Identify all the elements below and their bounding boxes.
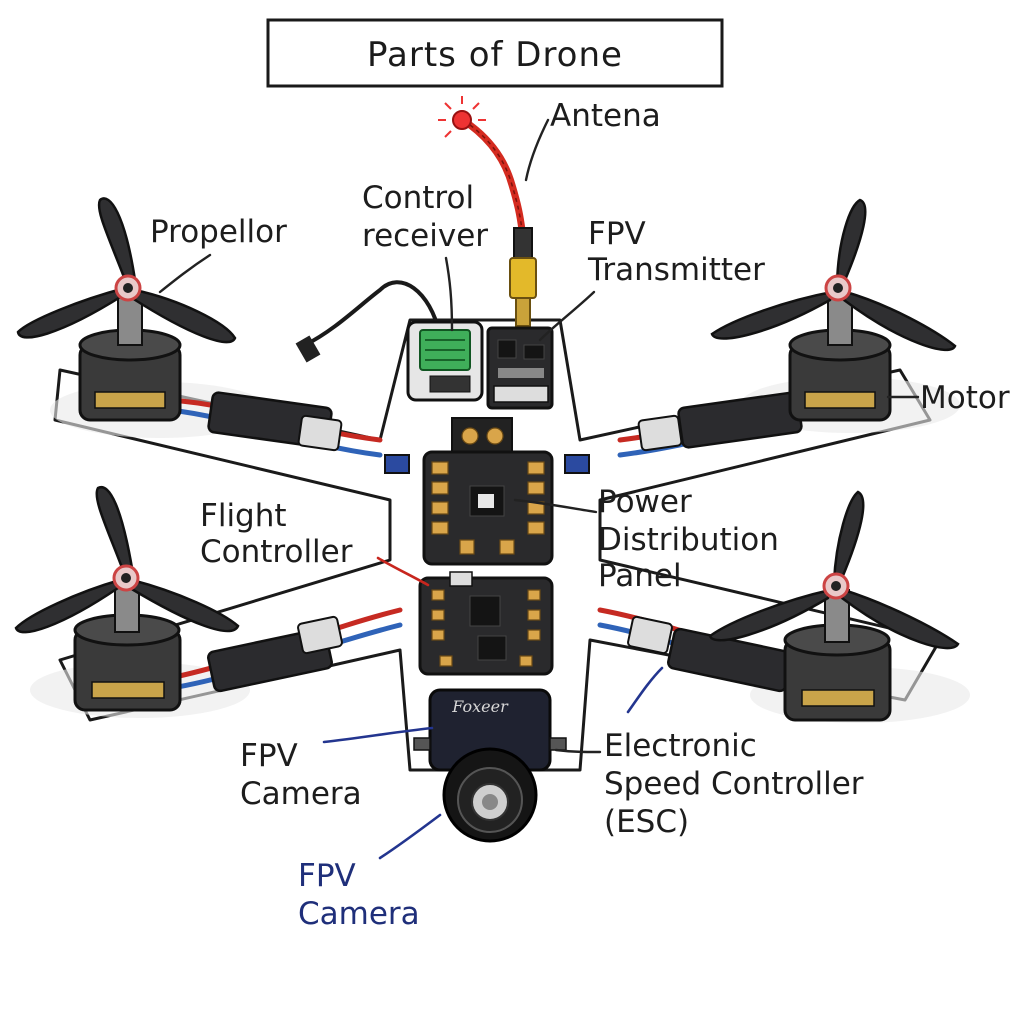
label-antenna: Antena xyxy=(550,98,661,134)
label-motor: Motor xyxy=(920,380,1010,416)
propeller-bottom-right xyxy=(708,490,960,650)
leader-lines xyxy=(158,118,920,860)
label-control-receiver-2: receiver xyxy=(362,218,488,254)
camera-brand-label: Foxeer xyxy=(451,697,509,716)
label-propeller: Propellor xyxy=(150,214,287,250)
title-box: Parts of Drone xyxy=(266,18,724,88)
control-receiver xyxy=(295,280,484,402)
label-flight-controller-2: Controller xyxy=(200,534,353,570)
label-pdb-2: Distribution xyxy=(598,522,779,558)
esc-bottom-left xyxy=(157,607,403,693)
propeller-bottom-left xyxy=(14,485,240,634)
propeller-top-right xyxy=(710,198,957,352)
power-distribution-board xyxy=(422,417,554,566)
label-fpv-camera-secondary-1: FPV xyxy=(298,858,356,894)
label-esc-3: (ESC) xyxy=(604,804,689,840)
label-esc-1: Electronic xyxy=(604,728,757,764)
label-fpv-transmitter-2: Transmitter xyxy=(587,252,765,288)
flight-controller xyxy=(418,571,554,676)
part-labels: Antena Control receiver FPV Transmitter … xyxy=(150,98,1010,932)
label-flight-controller-1: Flight xyxy=(200,498,287,534)
diagram-title: Parts of Drone xyxy=(367,35,623,75)
motor-bottom-left xyxy=(73,581,182,712)
label-esc-2: Speed Controller xyxy=(604,766,864,802)
motor-top-right xyxy=(788,294,892,422)
esc-top-left xyxy=(167,391,410,474)
label-control-receiver-1: Control xyxy=(362,180,474,216)
label-pdb-3: Panel xyxy=(598,558,682,594)
label-pdb-1: Power xyxy=(598,484,692,520)
fpv-transmitter xyxy=(486,326,554,410)
fpv-camera: Foxeer xyxy=(413,688,567,843)
propeller-top-left xyxy=(16,197,237,344)
label-fpv-camera-2: Camera xyxy=(240,776,362,812)
label-fpv-camera-1: FPV xyxy=(240,738,298,774)
motor-bottom-right xyxy=(783,589,892,722)
label-fpv-transmitter-1: FPV xyxy=(588,216,646,252)
antenna xyxy=(438,96,537,327)
label-fpv-camera-secondary-2: Camera xyxy=(298,896,420,932)
